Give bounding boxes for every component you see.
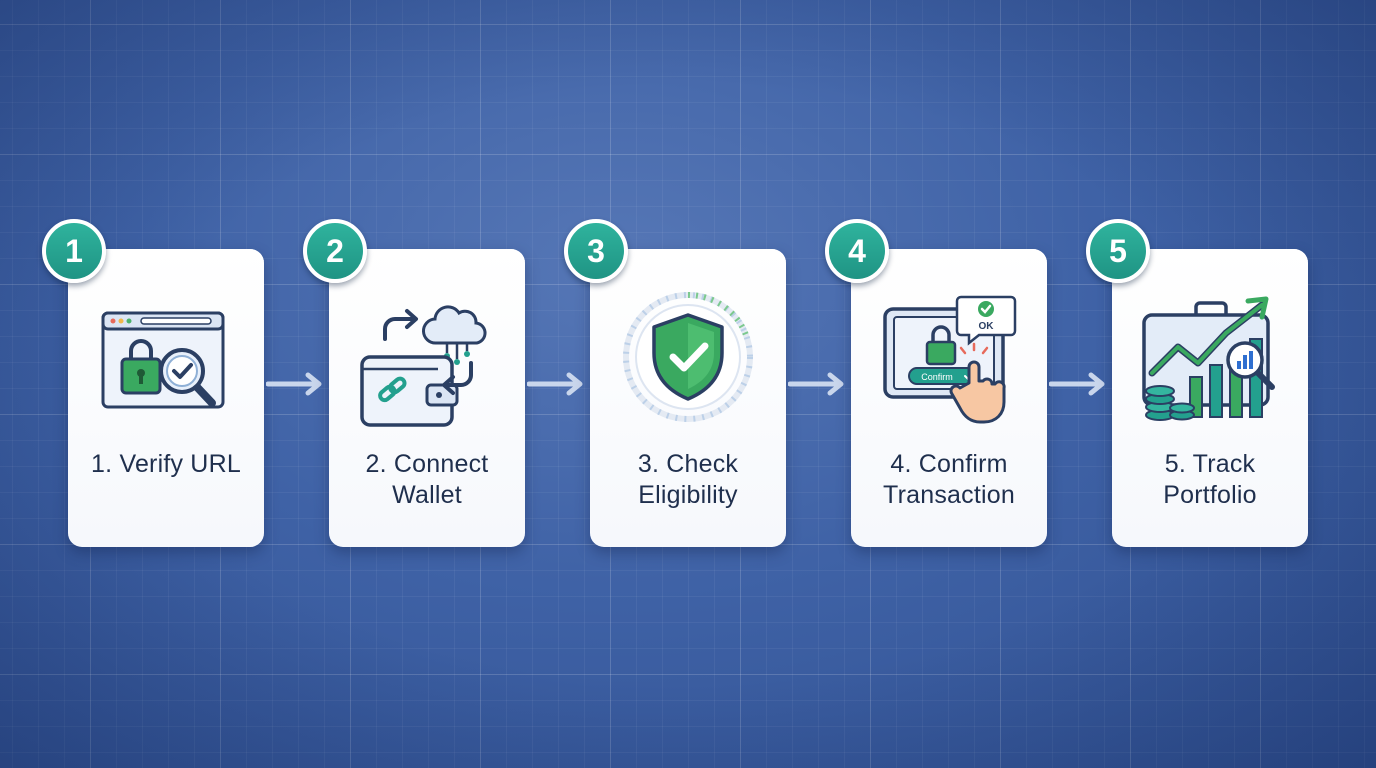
step-number-badge: 4	[825, 219, 889, 283]
wallet-cloud-link-icon	[347, 287, 507, 437]
arrow-right-icon	[788, 370, 848, 398]
step-card-check-eligibility: 3. Check Eligibility	[590, 249, 786, 547]
step-number-badge: 1	[42, 219, 106, 283]
confirm-button-text: Confirm	[921, 372, 953, 382]
portfolio-growth-chart-icon	[1130, 287, 1290, 437]
arrow-right-icon	[266, 370, 326, 398]
step-label: 3. Check Eligibility	[637, 450, 739, 509]
step-label: 2. Connect Wallet	[365, 450, 489, 509]
browser-lock-magnifier-icon	[86, 287, 246, 437]
step-card-verify-url: 1. Verify URL	[68, 249, 264, 547]
step-number-badge: 3	[564, 219, 628, 283]
shield-check-icon	[608, 287, 768, 437]
step-card-track-portfolio: 5. Track Portfolio	[1112, 249, 1308, 547]
step-label: 5. Track Portfolio	[1163, 450, 1257, 509]
ok-bubble-text: OK	[979, 321, 995, 332]
arrow-right-icon	[1049, 370, 1109, 398]
step-number-badge: 5	[1086, 219, 1150, 283]
step-label: 4. Confirm Transaction	[883, 450, 1015, 509]
step-card-connect-wallet: 2. Connect Wallet	[329, 249, 525, 547]
arrow-right-icon	[527, 370, 587, 398]
tablet-confirm-tap-icon: Confirm OK	[869, 287, 1029, 437]
step-card-confirm-transaction: Confirm OK 4. Confirm Transaction	[851, 249, 1047, 547]
step-label: 1. Verify URL	[91, 450, 241, 478]
step-number-badge: 2	[303, 219, 367, 283]
